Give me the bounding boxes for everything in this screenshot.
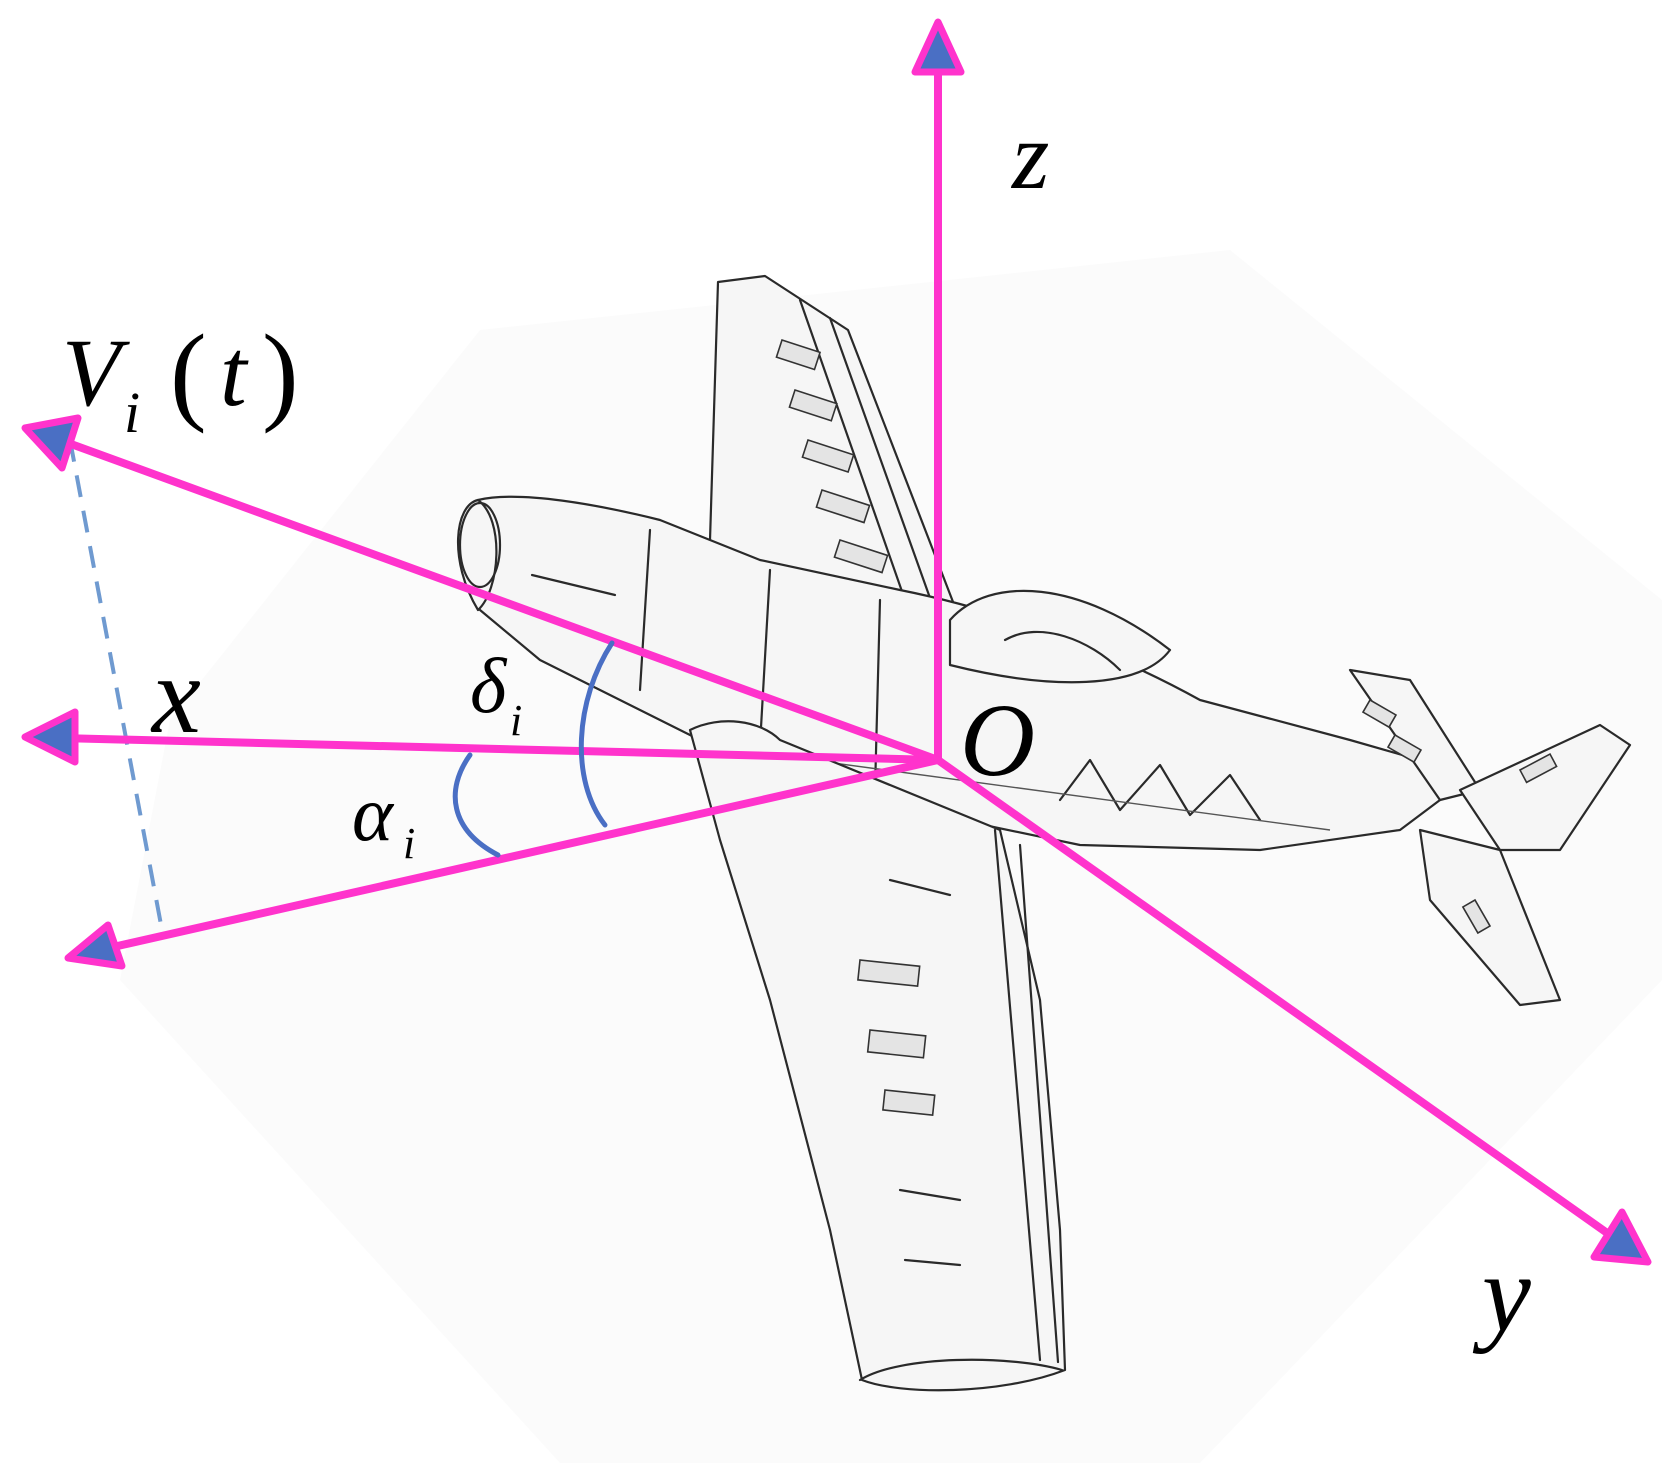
y-axis-line bbox=[934, 756, 1614, 1239]
aircraft-lower-wing bbox=[688, 720, 1067, 1392]
x-axis-label: x bbox=[150, 634, 201, 756]
velocity-label-main: V bbox=[62, 319, 130, 426]
lower-arrowhead-icon bbox=[64, 921, 126, 970]
z-arrowhead-icon bbox=[911, 18, 965, 76]
alpha-angle-arc bbox=[452, 752, 501, 858]
velocity-label-open-paren: ( bbox=[170, 312, 207, 434]
z-axis-label: z bbox=[1010, 102, 1049, 209]
alpha-label: α i bbox=[352, 770, 415, 868]
velocity-label: V i ( t ) bbox=[62, 312, 299, 445]
alpha-label-subscript: i bbox=[403, 819, 415, 868]
y-arrowhead-icon bbox=[1590, 1208, 1652, 1266]
aircraft-fuselage bbox=[457, 495, 1442, 852]
velocity-label-subscript: i bbox=[124, 380, 140, 445]
velocity-arrowhead-icon bbox=[21, 414, 82, 472]
y-axis-label: y bbox=[1472, 1232, 1531, 1354]
aircraft-illustration bbox=[457, 274, 1632, 1392]
x-arrowhead-icon bbox=[21, 708, 79, 766]
aircraft-upper-wing bbox=[708, 274, 962, 642]
aircraft-tail bbox=[1348, 668, 1632, 1007]
velocity-label-argument: t bbox=[220, 319, 249, 426]
alpha-label-main: α bbox=[352, 770, 395, 857]
lower-vector-line bbox=[96, 756, 942, 954]
velocity-projection-dash bbox=[68, 439, 164, 931]
x-axis-line bbox=[56, 734, 942, 764]
axis-lines bbox=[56, 58, 1614, 1239]
origin-label: O bbox=[960, 683, 1035, 798]
delta-angle-arc bbox=[578, 640, 615, 828]
delta-label-subscript: i bbox=[510, 696, 522, 745]
velocity-label-close-paren: ) bbox=[262, 312, 299, 434]
arrowheads bbox=[21, 18, 1652, 1266]
velocity-vector-line bbox=[56, 436, 942, 764]
delta-label-main: δ bbox=[470, 642, 508, 729]
delta-label: δ i bbox=[470, 642, 522, 745]
